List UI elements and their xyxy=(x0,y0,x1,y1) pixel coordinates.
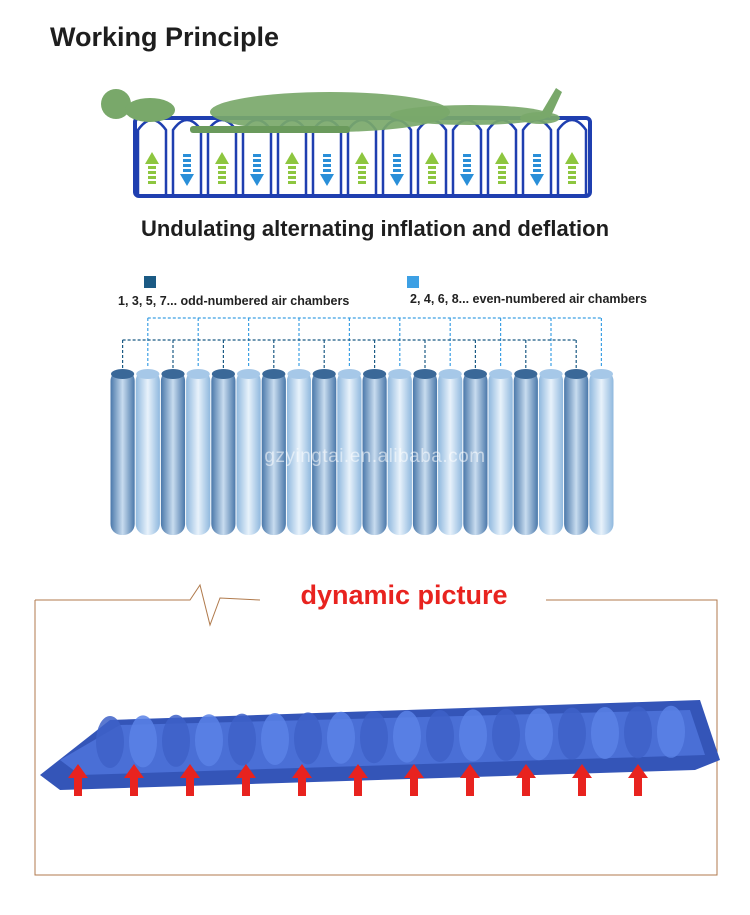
arrow-up-icon xyxy=(565,152,579,164)
cylinder-row xyxy=(110,369,614,535)
air-chamber xyxy=(110,370,135,535)
air-chamber-diagram xyxy=(110,317,614,535)
arrow-down-icon xyxy=(460,174,474,186)
arrow-up-icon xyxy=(495,152,509,164)
odd-legend-swatch xyxy=(144,276,156,288)
air-chamber xyxy=(463,370,488,535)
red-arrow-row xyxy=(68,764,648,796)
arrow-up-icon xyxy=(285,152,299,164)
air-chamber xyxy=(488,370,513,535)
red-arrow-icon xyxy=(348,764,368,796)
heartbeat-icon xyxy=(35,583,261,627)
arrow-down-icon xyxy=(180,174,194,186)
red-arrow-icon xyxy=(628,764,648,796)
arrow-down-icon xyxy=(390,174,404,186)
arrow-up-icon xyxy=(215,152,229,164)
air-chamber xyxy=(513,370,538,535)
air-chamber xyxy=(538,370,564,535)
air-chamber xyxy=(412,370,438,535)
arrow-down-icon xyxy=(530,174,544,186)
air-chamber xyxy=(236,370,261,535)
arrow-up-icon xyxy=(355,152,369,164)
odd-legend-label: 1, 3, 5, 7... odd-numbered air chambers xyxy=(118,294,350,308)
air-chamber xyxy=(186,370,211,535)
air-chamber xyxy=(337,370,362,535)
arrow-up-icon xyxy=(145,152,159,164)
red-arrow-icon xyxy=(516,764,536,796)
air-chamber xyxy=(589,370,614,535)
illustration-subtitle: Undulating alternating inflation and def… xyxy=(140,216,610,241)
air-chamber xyxy=(135,370,160,535)
even-legend-label: 2, 4, 6, 8... even-numbered air chambers xyxy=(410,292,647,306)
red-arrow-icon xyxy=(572,764,592,796)
red-arrow-icon xyxy=(180,764,200,796)
red-arrow-icon xyxy=(404,764,424,796)
even-legend-swatch xyxy=(407,276,419,288)
arrow-up-icon xyxy=(425,152,439,164)
red-arrow-icon xyxy=(292,764,312,796)
dynamic-picture-title: dynamic picture xyxy=(262,580,546,611)
air-chamber xyxy=(564,370,589,535)
mattress-illustration xyxy=(101,88,592,198)
air-chamber xyxy=(387,370,412,535)
watermark: gzyingtai.en.alibaba.com xyxy=(264,446,486,467)
air-chamber xyxy=(362,370,387,535)
air-chamber xyxy=(312,370,337,535)
red-arrow-icon xyxy=(68,764,88,796)
red-arrow-icon xyxy=(236,764,256,796)
red-arrow-icon xyxy=(124,764,144,796)
air-chamber xyxy=(261,370,286,535)
red-arrow-icon xyxy=(460,764,480,796)
arrow-down-icon xyxy=(320,174,334,186)
dynamic-picture-frame xyxy=(34,583,720,876)
page-title: Working Principle xyxy=(50,22,280,52)
connector-lines xyxy=(121,317,603,368)
air-chamber xyxy=(160,370,186,535)
air-chamber xyxy=(211,370,236,535)
air-chamber xyxy=(286,370,312,535)
mattress-photo xyxy=(40,700,720,790)
air-chamber xyxy=(438,370,463,535)
arrow-down-icon xyxy=(250,174,264,186)
human-figure-icon xyxy=(101,88,562,133)
